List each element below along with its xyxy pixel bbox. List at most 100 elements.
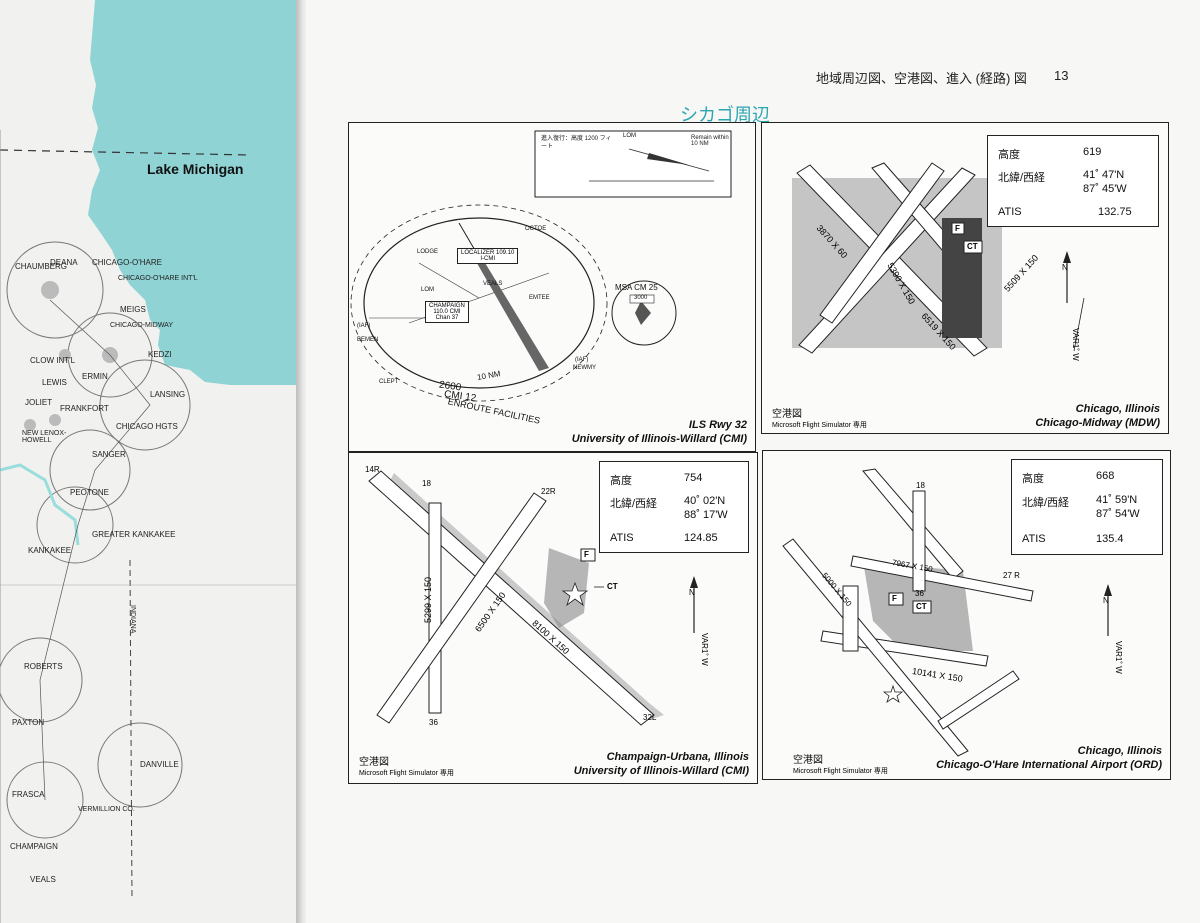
- remain-within-note: Remain within 10 NM: [691, 135, 729, 147]
- ord-atis-key: ATIS: [1022, 533, 1046, 545]
- mdw-airport-diagram: [792, 162, 1085, 357]
- cmi-rwy-end-14r: 14R: [365, 465, 380, 474]
- mdw-elev-key: 高度: [998, 149, 1020, 161]
- approach-caption-airport: University of Illinois-Willard (CMI): [571, 433, 747, 445]
- ord-atis-value: 135.4: [1096, 533, 1124, 545]
- localizer-freq: LOCALIZER 109.10: [461, 250, 515, 256]
- mdw-variation-label: VAR1˚ W: [1071, 328, 1080, 361]
- cmi-elev-key: 高度: [610, 475, 632, 487]
- bemen-label: BEMEN: [357, 337, 379, 343]
- left-page-area-map: Lake Michigan CHAUMBERG DEANA CHICAGO-O'…: [0, 0, 300, 923]
- ord-tower-label: CT: [916, 602, 927, 611]
- place-peotone: PEOTONE: [70, 488, 109, 497]
- ord-lat: 41˚ 59'N: [1096, 494, 1138, 506]
- cmi-sim-label: Microsoft Flight Simulator 専用: [359, 770, 454, 777]
- cmi-airport-name: University of Illinois-Willard (CMI): [573, 765, 749, 777]
- iaf-label-west: (IAF): [357, 323, 371, 329]
- cmi-north-label: N: [689, 588, 695, 597]
- mdw-latlon-key: 北緯/西経: [998, 172, 1046, 184]
- place-vermillion: VERMILLION CO.: [78, 806, 135, 813]
- mdw-lon: 87˚ 45'W: [1083, 183, 1127, 195]
- cmi-elev-value: 754: [684, 472, 703, 484]
- msa-altitude: 3000: [634, 295, 648, 301]
- approach-chart-graphic: [350, 130, 732, 402]
- champaign-vortac-box: CHAMPAIGN 110.0 CMI Chan 37: [425, 301, 469, 323]
- place-clow-intl: CLOW INT'L: [30, 356, 76, 365]
- cmi-lat: 40˚ 02'N: [684, 495, 726, 507]
- cmi-diagram-label: 空港図: [359, 757, 389, 768]
- place-meigs: MEIGS: [120, 305, 146, 314]
- champaign-chan: Chan 37: [435, 315, 459, 321]
- mdw-city: Chicago, Illinois: [1075, 403, 1160, 415]
- place-ohare-intl: CHICAGO-O'HARE INT'L: [118, 275, 198, 282]
- area-map-graphic: [0, 0, 300, 923]
- cmi-variation-label: VAR1˚ W: [700, 633, 709, 666]
- page-number: 13: [1054, 68, 1069, 83]
- mdw-diagram-label: 空港図: [772, 409, 802, 420]
- book-gutter: [296, 0, 308, 923]
- cmi-city: Champaign-Urbana, Illinois: [606, 751, 749, 763]
- ord-elev-value: 668: [1096, 470, 1115, 482]
- cmi-rwy-5299: 5299 X 150: [423, 576, 433, 623]
- ord-north-label: N: [1103, 596, 1109, 605]
- ord-lon: 87˚ 54'W: [1096, 508, 1140, 520]
- place-champaign: CHAMPAIGN: [10, 842, 58, 851]
- cmi-atis-value: 124.85: [684, 532, 718, 544]
- place-paxton: PAXTON: [12, 718, 45, 727]
- localizer-ident: I-CMI: [480, 256, 496, 262]
- mdw-airport-name: Chicago-Midway (MDW): [1035, 417, 1160, 429]
- place-kankakee: KANKAKEE: [28, 546, 72, 555]
- section-header: 地域周辺図、空港図、進入 (経路) 図: [816, 71, 1027, 86]
- mdw-lat: 41˚ 47'N: [1083, 169, 1125, 181]
- place-chaumberg: CHAUMBERG: [15, 262, 68, 271]
- place-frankfort: FRANKFORT: [60, 404, 109, 413]
- mdw-info-box: 高度 619 北緯/西経 41˚ 47'N 87˚ 45'W ATIS 132.…: [987, 135, 1159, 227]
- ord-airport-diagram: [782, 468, 1112, 757]
- mdw-sim-label: Microsoft Flight Simulator 専用: [772, 422, 867, 429]
- place-sanger: SANGER: [92, 450, 126, 459]
- place-kedzi: KEDZI: [148, 350, 172, 359]
- place-chicago-midway: CHICAGO-MIDWAY: [110, 322, 173, 329]
- emtee-label: EMTEE: [529, 295, 550, 301]
- cmi-lon: 88˚ 17'W: [684, 509, 728, 521]
- cmi-rwy-end-32l: 32L: [643, 713, 657, 722]
- ord-latlon-key: 北緯/西経: [1022, 497, 1070, 509]
- ord-rwy-end-36: 36: [915, 589, 924, 598]
- lake-michigan-water: [88, 0, 300, 385]
- octoe-label: OCTOE: [525, 226, 547, 232]
- approach-caption-rwy: ILS Rwy 32: [688, 419, 747, 431]
- ord-city: Chicago, Illinois: [1077, 745, 1162, 757]
- page-title: シカゴ周辺: [680, 105, 770, 126]
- lake-michigan-label: Lake Michigan: [147, 161, 244, 177]
- cmi-info-box: 高度 754 北緯/西経 40˚ 02'N 88˚ 17'W ATIS 124.…: [599, 461, 749, 553]
- place-ermin: ERMIN: [82, 372, 108, 381]
- place-chicago-hgts: CHICAGO HGTS: [116, 422, 178, 431]
- cmi-tower-label: CT: [607, 582, 618, 591]
- cmi-airport-diagram: [368, 470, 698, 726]
- mdw-elev-value: 619: [1083, 146, 1102, 158]
- right-page: 地域周辺図、空港図、進入 (経路) 図 13 シカゴ周辺 進入復行：高度 120…: [306, 0, 1200, 923]
- champaign-freq: 110.0 CMI: [433, 309, 461, 315]
- place-joliet: JOLIET: [25, 398, 53, 407]
- place-lewis: LEWIS: [42, 378, 67, 387]
- place-roberts: ROBERTS: [24, 662, 63, 671]
- lom-label: LOM: [421, 287, 435, 293]
- ord-rwy-end-27r: 27 R: [1003, 571, 1020, 580]
- ord-sim-label: Microsoft Flight Simulator 専用: [793, 768, 888, 775]
- missed-approach-note: 進入復行：高度 1200 フィート: [541, 136, 612, 150]
- champaign-name: CHAMPAIGN: [429, 303, 465, 309]
- place-new-lenox: NEW LENOX-HOWELL: [22, 430, 67, 444]
- place-frasca: FRASCA: [12, 790, 45, 799]
- cmi-rwy-end-18: 18: [422, 479, 431, 488]
- clept-label: CLEPT: [379, 379, 399, 385]
- localizer-box: LOCALIZER 109.10 I-CMI: [457, 248, 519, 264]
- mdw-atis-value: 132.75: [1098, 206, 1132, 218]
- lom-profile-label: LOM: [623, 133, 637, 139]
- place-lansing: LANSING: [150, 390, 186, 399]
- ord-diagram-label: 空港図: [793, 755, 823, 766]
- place-deana: DEANA: [50, 258, 78, 267]
- cmi-atis-key: ATIS: [610, 532, 634, 544]
- ord-variation-label: VAR1˚ W: [1114, 641, 1123, 674]
- ord-info-box: 高度 668 北緯/西経 41˚ 59'N 87˚ 54'W ATIS 135.…: [1011, 459, 1163, 555]
- iaf-label-east: (IAF): [575, 357, 589, 363]
